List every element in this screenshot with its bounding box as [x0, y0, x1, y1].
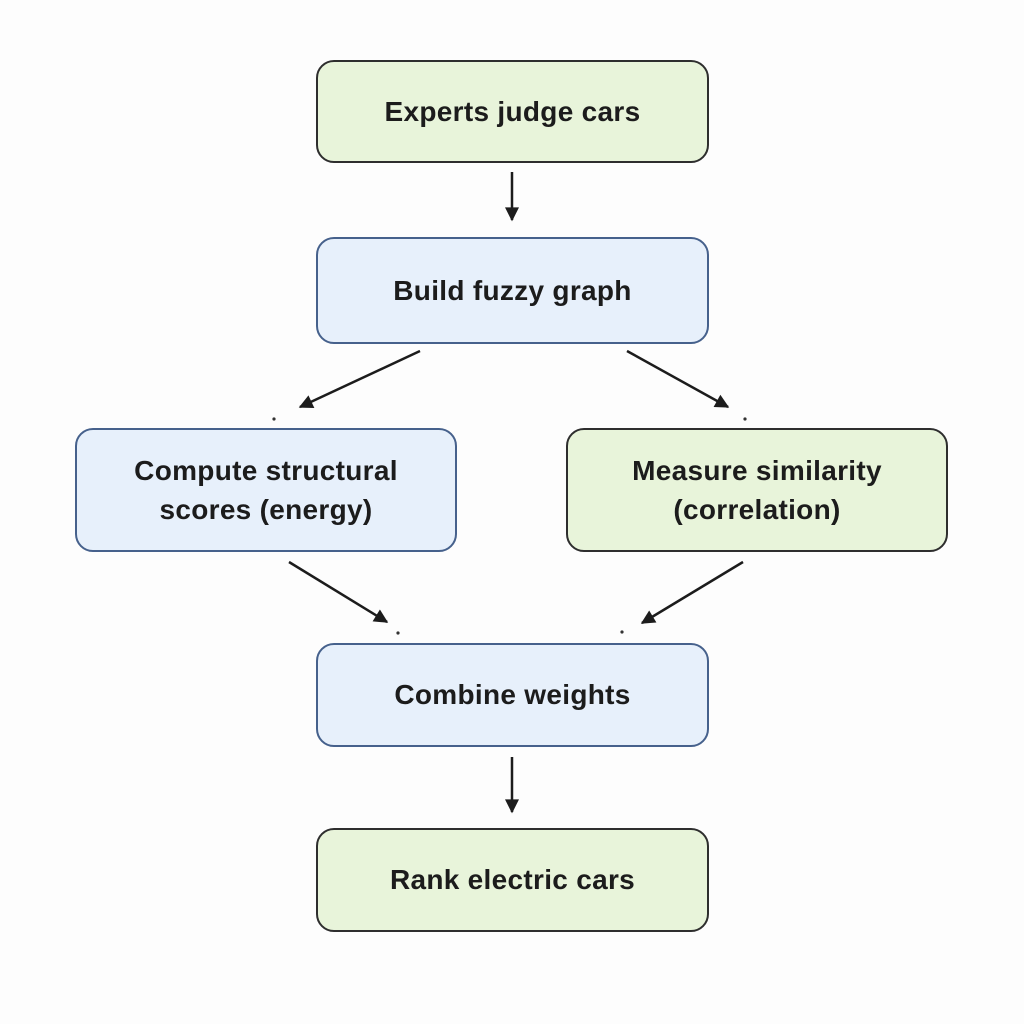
node-build-fuzzy-graph: Build fuzzy graph — [316, 237, 709, 344]
edge-structural-to-combine — [288, 560, 389, 624]
node-compute-structural-scores: Compute structural scores (energy) — [75, 428, 457, 552]
edge-tip-dot — [396, 631, 400, 635]
edge-tip-dot — [743, 417, 747, 421]
edge-graph-to-similarity — [626, 349, 730, 409]
edge-graph-to-structural — [298, 349, 421, 409]
node-measure-similarity: Measure similarity (correlation) — [566, 428, 948, 552]
edge-tip-dot — [620, 630, 624, 634]
edge-similarity-to-combine — [640, 560, 744, 625]
edge-tip-dot — [272, 417, 276, 421]
node-rank-electric-cars: Rank electric cars — [316, 828, 709, 932]
node-experts-judge-cars: Experts judge cars — [316, 60, 709, 163]
node-combine-weights: Combine weights — [316, 643, 709, 747]
